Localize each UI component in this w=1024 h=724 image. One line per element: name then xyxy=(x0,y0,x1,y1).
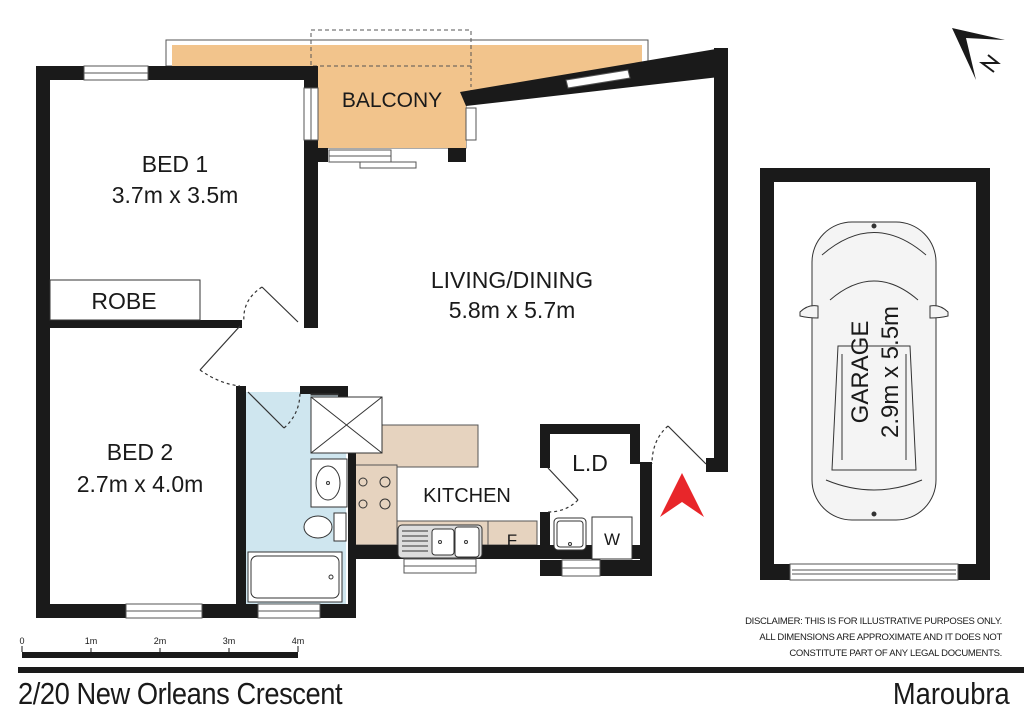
car-icon xyxy=(799,221,949,521)
scale-tick-2: 2m xyxy=(154,636,167,646)
windows xyxy=(83,65,959,619)
kitchen-sink xyxy=(397,524,483,559)
bed2-label: BED 2 xyxy=(107,439,173,465)
robe xyxy=(49,279,201,321)
bathtub xyxy=(247,551,343,603)
entry-arrow-icon xyxy=(660,473,704,517)
toilet xyxy=(303,512,347,542)
vanity-basin xyxy=(310,458,348,508)
balcony-label: BALCONY xyxy=(342,89,442,112)
doors xyxy=(199,286,707,513)
disclaimer: DISCLAIMER: THIS IS FOR ILLUSTRATIVE PUR… xyxy=(702,614,1002,662)
kitchen-label: KITCHEN xyxy=(423,485,511,507)
shower xyxy=(310,393,383,454)
north-compass-icon xyxy=(952,28,1005,80)
bathroom-fixtures xyxy=(247,393,383,603)
kitchen-fixtures xyxy=(358,476,633,560)
disclaimer-line: ALL DIMENSIONS ARE APPROXIMATE AND IT DO… xyxy=(759,632,1002,643)
footer-divider xyxy=(18,667,1024,673)
washer-box xyxy=(591,516,633,560)
laundry-tub xyxy=(553,517,587,551)
property-address: 2/20 New Orleans Crescent xyxy=(18,676,343,711)
scale-tick-3: 3m xyxy=(223,636,236,646)
robe-label: ROBE xyxy=(91,288,156,314)
scale-tick-4: 4m xyxy=(292,636,305,646)
property-suburb: Maroubra xyxy=(893,676,1010,711)
disclaimer-line: CONSTITUTE PART OF ANY LEGAL DOCUMENTS. xyxy=(789,648,1002,659)
living-size: 5.8m x 5.7m xyxy=(449,297,576,323)
garage-size: 2.9m x 5.5m xyxy=(877,306,904,438)
bed1-size: 3.7m x 3.5m xyxy=(112,182,239,208)
bed2-size: 2.7m x 4.0m xyxy=(77,471,204,497)
scale-tick-0: 0 xyxy=(19,636,24,646)
disclaimer-line: DISCLAIMER: THIS IS FOR ILLUSTRATIVE PUR… xyxy=(745,616,1002,627)
scale-tick-1: 1m xyxy=(85,636,98,646)
fridge-label: F xyxy=(507,531,517,550)
garage-label: GARAGE xyxy=(847,321,874,424)
laundry-label: L.D xyxy=(572,450,608,476)
cooktop xyxy=(358,476,391,510)
scale-bar: 0 1m 2m 3m 4m xyxy=(19,636,304,658)
washer-label: W xyxy=(604,530,620,549)
bed1-label: BED 1 xyxy=(142,151,208,177)
living-label: LIVING/DINING xyxy=(431,267,593,293)
